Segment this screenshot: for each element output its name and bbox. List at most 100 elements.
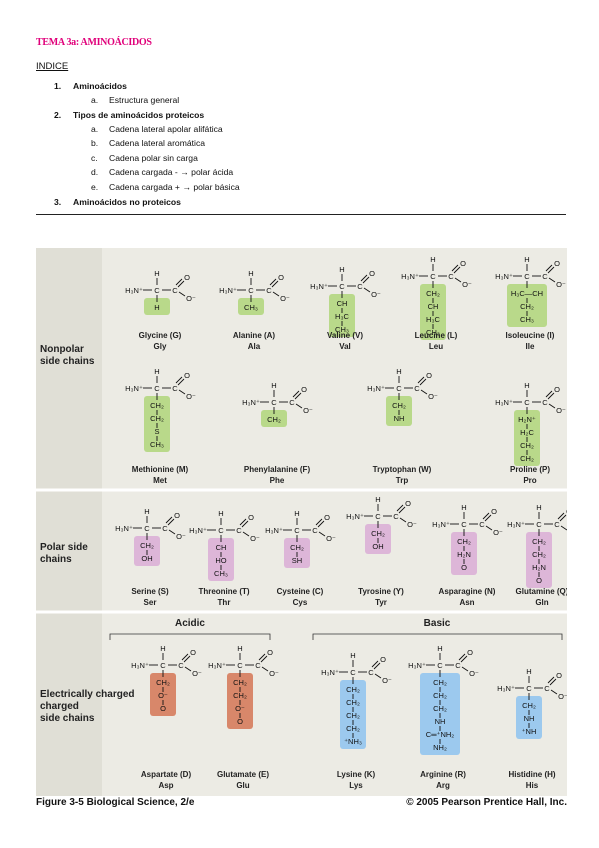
toc-item[interactable]: 2.Tipos de aminoácidos proteicos bbox=[54, 109, 205, 120]
amino-acid-abbreviation: Asp bbox=[158, 781, 173, 790]
carboxyl-oxygen: O bbox=[301, 385, 307, 394]
section-label-line: Polar side bbox=[40, 542, 88, 553]
side-chain-highlight bbox=[329, 294, 355, 337]
side-chain-atom: NH bbox=[394, 414, 405, 423]
side-chain-atom: O bbox=[461, 563, 467, 572]
table-of-contents: 1.Aminoácidos a.Estructura general 2.Tip… bbox=[36, 81, 566, 211]
side-chain-atom: NH bbox=[435, 717, 446, 726]
amino-group: H₃N⁺ bbox=[242, 398, 260, 407]
amino-group: H₃N⁺ bbox=[495, 398, 513, 407]
alpha-hydrogen: H bbox=[339, 265, 344, 274]
side-chain-atom: O⁻ bbox=[158, 691, 168, 700]
bond bbox=[547, 676, 555, 684]
side-chain-atom: OH bbox=[372, 542, 383, 551]
side-chain-atom: SH bbox=[292, 556, 302, 565]
amino-acid-name: Tryptophan (W) bbox=[373, 465, 432, 474]
alpha-carbon: C bbox=[430, 272, 436, 281]
side-chain-atom: CH₃ bbox=[214, 569, 228, 578]
amino-acid-abbreviation: Leu bbox=[429, 342, 443, 351]
carboxyl-oxygen: O bbox=[184, 371, 190, 380]
toc-subitem[interactable]: a.Cadena lateral apolar alifática bbox=[91, 123, 223, 134]
alpha-hydrogen: H bbox=[524, 255, 529, 264]
amino-group: H₃N⁺ bbox=[208, 661, 226, 670]
bond bbox=[315, 518, 323, 526]
side-chain-atom: H₃C—CH bbox=[511, 289, 543, 298]
amino-acid-name: Serine (S) bbox=[131, 587, 169, 596]
bond bbox=[485, 525, 493, 531]
amino-group: H₃N⁺ bbox=[125, 286, 143, 295]
bond bbox=[272, 291, 280, 297]
toc-subitem[interactable]: c.Cadena polar sin carga bbox=[91, 152, 198, 163]
amino-group: H₃N⁺ bbox=[310, 282, 328, 291]
figure-caption: Figure 3-5 Biological Science, 2/e bbox=[36, 797, 195, 808]
bond bbox=[545, 264, 553, 272]
side-chain-atom: CH₂ bbox=[233, 691, 247, 700]
alpha-carbon: C bbox=[350, 668, 356, 677]
bond bbox=[317, 520, 325, 528]
bond bbox=[363, 287, 371, 293]
carboxylate-oxygen: O⁻ bbox=[303, 406, 313, 415]
carboxyl-oxygen: O bbox=[267, 648, 273, 657]
amino-group: H₃N⁺ bbox=[115, 524, 133, 533]
alpha-carbon: C bbox=[339, 282, 345, 291]
side-chain-atom: O bbox=[237, 717, 243, 726]
bond bbox=[560, 525, 567, 531]
bond bbox=[318, 531, 326, 537]
bond bbox=[453, 266, 461, 274]
bond bbox=[461, 666, 469, 672]
side-chain-atom: CH₂ bbox=[426, 289, 440, 298]
amino-acid-abbreviation: Val bbox=[339, 342, 351, 351]
side-chain-atom: CH₂ bbox=[520, 441, 534, 450]
amino-acid-abbreviation: Ser bbox=[144, 598, 157, 607]
carboxylate-oxygen: O⁻ bbox=[407, 520, 417, 529]
bond bbox=[294, 392, 302, 400]
amino-group: H₃N⁺ bbox=[265, 526, 283, 535]
side-chain-atom: CH₃ bbox=[335, 325, 349, 334]
side-chain-atom: O bbox=[160, 704, 166, 713]
amino-group: H₃N⁺ bbox=[497, 684, 515, 693]
side-chain-atom: CH₂ bbox=[150, 414, 164, 423]
bond bbox=[451, 264, 459, 272]
side-chain-atom: CH₂ bbox=[346, 724, 360, 733]
toc-subitem[interactable]: e.Cadena cargada + → polar básica bbox=[91, 181, 240, 192]
bond bbox=[484, 514, 492, 522]
side-chain-highlight bbox=[516, 696, 542, 739]
side-chain-atom: CH₃ bbox=[520, 315, 534, 324]
carboxylate-oxygen: O⁻ bbox=[192, 669, 202, 678]
carboxyl-carbon: C bbox=[255, 661, 261, 670]
alpha-carbon: C bbox=[271, 398, 277, 407]
toc-subitem[interactable]: d.Cadena cargada - → polar ácida bbox=[91, 167, 234, 178]
bond bbox=[292, 390, 300, 398]
bond bbox=[183, 655, 191, 663]
carboxyl-carbon: C bbox=[172, 286, 178, 295]
bond bbox=[181, 653, 189, 661]
bond bbox=[549, 678, 557, 686]
carboxyl-carbon: C bbox=[554, 520, 560, 529]
alpha-hydrogen: H bbox=[526, 667, 531, 676]
basic-bracket bbox=[312, 633, 563, 640]
side-chain-atom: CH₂ bbox=[433, 691, 447, 700]
amino-acid-name: Glutamate (E) bbox=[217, 770, 269, 779]
carboxyl-carbon: C bbox=[544, 684, 550, 693]
carboxyl-oxygen: O bbox=[491, 507, 497, 516]
toc-item[interactable]: 1.Aminoácidos bbox=[54, 81, 127, 91]
alpha-hydrogen: H bbox=[536, 503, 541, 512]
side-chain-atom: CH₂ bbox=[522, 701, 536, 710]
bond bbox=[399, 517, 407, 523]
alpha-hydrogen: H bbox=[294, 509, 299, 518]
amino-acid-abbreviation: Cys bbox=[293, 598, 308, 607]
toc-subitem[interactable]: b.Cadena lateral aromática bbox=[91, 138, 206, 149]
amino-acid-abbreviation: Thr bbox=[218, 598, 231, 607]
alpha-carbon: C bbox=[375, 512, 381, 521]
carboxyl-carbon: C bbox=[266, 286, 272, 295]
toc-subitem[interactable]: a.Estructura general bbox=[91, 95, 180, 105]
side-chain-atom: CH₂ bbox=[532, 537, 546, 546]
toc-item[interactable]: 3.Aminoácidos no proteicos bbox=[54, 196, 181, 207]
carboxyl-oxygen: O bbox=[556, 671, 562, 680]
